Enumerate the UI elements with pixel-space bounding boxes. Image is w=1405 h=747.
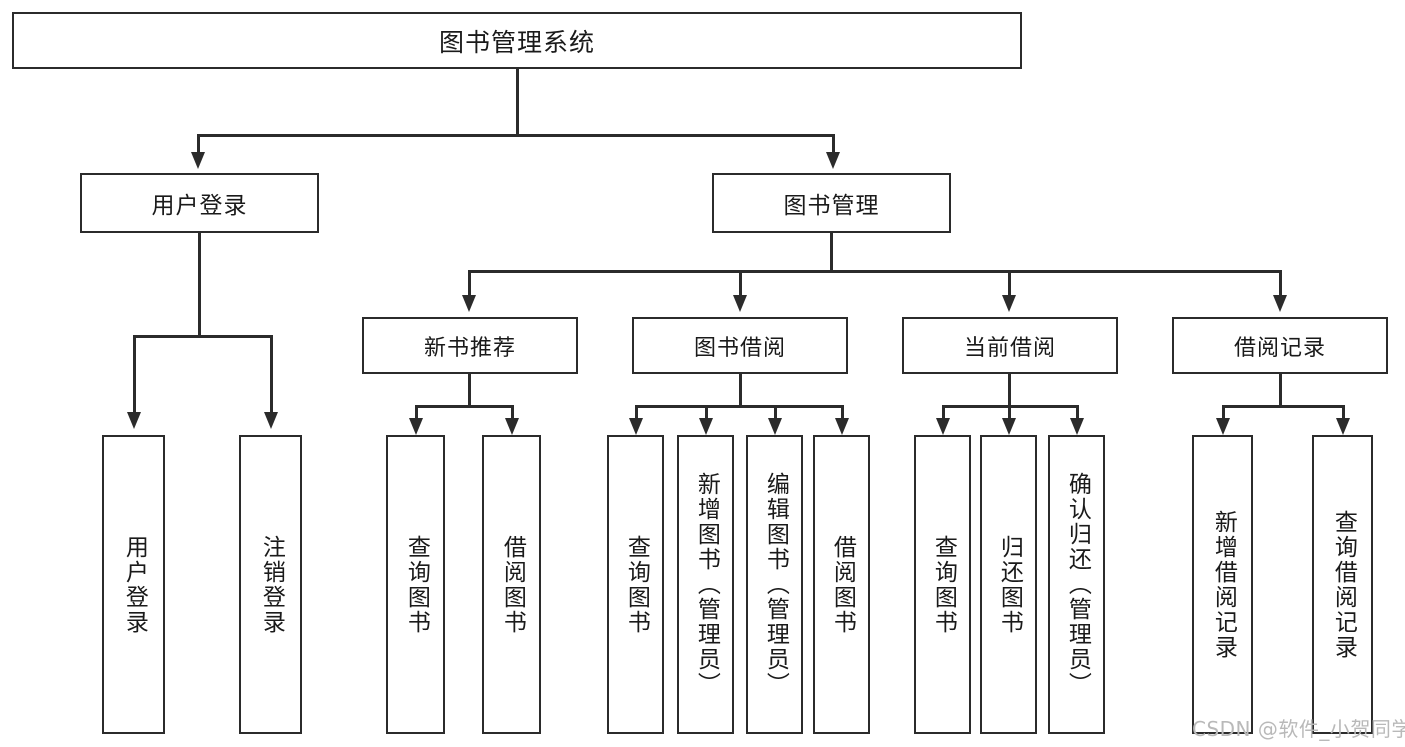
edge-records-stem xyxy=(1279,374,1282,407)
leaf-borrow-borrow-book[interactable]: 借阅图书 xyxy=(813,435,870,734)
arrow-borrow-leaf-4 xyxy=(835,418,849,435)
node-book-borrow-label: 图书借阅 xyxy=(693,335,786,361)
arrow-new-book-leaf-2 xyxy=(505,418,519,435)
edge-borrow-drop-3 xyxy=(774,405,777,421)
node-current-borrow-label: 当前借阅 xyxy=(963,335,1056,361)
arrow-book-mgmt-to-new-book xyxy=(462,295,476,312)
edge-book-mgmt-drop-2 xyxy=(739,270,742,298)
leaf-new-book-borrow-label: 借阅图书 xyxy=(499,534,526,635)
arrow-user-login-leaf-2 xyxy=(264,412,278,429)
edge-book-mgmt-drop-4 xyxy=(1279,270,1282,298)
arrow-current-leaf-1 xyxy=(936,418,950,435)
arrow-borrow-leaf-1 xyxy=(629,418,643,435)
leaf-borrow-edit-book-label: 编辑图书（管理员） xyxy=(762,472,789,697)
leaf-records-add-label: 新增借阅记录 xyxy=(1210,509,1237,660)
node-new-book-recommend-label: 新书推荐 xyxy=(423,335,516,361)
edge-user-login-bus xyxy=(133,335,270,338)
leaf-borrow-query-book-label: 查询图书 xyxy=(623,534,650,635)
leaf-borrow-query-book[interactable]: 查询图书 xyxy=(607,435,664,734)
leaf-new-book-query[interactable]: 查询图书 xyxy=(386,435,445,734)
edge-borrow-drop-1 xyxy=(635,405,638,421)
leaf-current-query-book[interactable]: 查询图书 xyxy=(914,435,971,734)
node-current-borrow[interactable]: 当前借阅 xyxy=(902,317,1118,374)
arrow-borrow-leaf-3 xyxy=(768,418,782,435)
node-borrow-records[interactable]: 借阅记录 xyxy=(1172,317,1388,374)
edge-root-to-book-mgmt xyxy=(832,134,835,156)
leaf-current-return-book[interactable]: 归还图书 xyxy=(980,435,1037,734)
leaf-current-confirm-return[interactable]: 确认归还（管理员） xyxy=(1048,435,1105,734)
node-book-management-label: 图书管理 xyxy=(783,193,880,219)
leaf-current-query-book-label: 查询图书 xyxy=(930,534,957,635)
node-root-label: 图书管理系统 xyxy=(438,27,595,57)
arrow-book-mgmt-to-borrow xyxy=(733,295,747,312)
edge-user-login-stem xyxy=(198,233,201,337)
edge-borrow-drop-2 xyxy=(705,405,708,421)
leaf-user-login-label: 用户登录 xyxy=(121,534,148,635)
leaf-records-query-label: 查询借阅记录 xyxy=(1330,509,1357,660)
edge-book-mgmt-drop-1 xyxy=(468,270,471,298)
leaf-records-query[interactable]: 查询借阅记录 xyxy=(1312,435,1373,734)
edge-user-login-drop-1 xyxy=(133,335,136,415)
arrow-new-book-leaf-1 xyxy=(409,418,423,435)
edge-borrow-bus xyxy=(635,405,843,408)
edge-borrow-drop-4 xyxy=(841,405,844,421)
leaf-current-confirm-return-label: 确认归还（管理员） xyxy=(1064,472,1091,697)
leaf-new-book-query-label: 查询图书 xyxy=(403,534,430,635)
leaf-borrow-borrow-book-label: 借阅图书 xyxy=(829,534,856,635)
leaf-user-logout-label: 注销登录 xyxy=(258,534,285,635)
leaf-new-book-borrow[interactable]: 借阅图书 xyxy=(482,435,541,734)
edge-new-book-stem xyxy=(468,374,471,407)
leaf-user-login[interactable]: 用户登录 xyxy=(102,435,165,734)
edge-records-drop-1 xyxy=(1222,405,1225,421)
arrow-user-login-leaf-1 xyxy=(127,412,141,429)
edge-new-book-drop-1 xyxy=(415,405,418,421)
edge-records-bus xyxy=(1222,405,1344,408)
node-root-system[interactable]: 图书管理系统 xyxy=(12,12,1022,69)
edge-book-mgmt-stem xyxy=(830,233,833,272)
edge-new-book-drop-2 xyxy=(511,405,514,421)
edge-root-stem xyxy=(516,69,519,136)
node-borrow-records-label: 借阅记录 xyxy=(1233,335,1326,361)
leaf-borrow-edit-book[interactable]: 编辑图书（管理员） xyxy=(746,435,803,734)
edge-current-stem xyxy=(1008,374,1011,407)
leaf-user-logout[interactable]: 注销登录 xyxy=(239,435,302,734)
leaf-current-return-book-label: 归还图书 xyxy=(996,534,1023,635)
leaf-records-add[interactable]: 新增借阅记录 xyxy=(1192,435,1253,734)
leaf-borrow-add-book-label: 新增图书（管理员） xyxy=(693,472,720,697)
node-new-book-recommend[interactable]: 新书推荐 xyxy=(362,317,578,374)
arrow-current-leaf-3 xyxy=(1070,418,1084,435)
node-user-login[interactable]: 用户登录 xyxy=(80,173,319,233)
edge-book-mgmt-bus xyxy=(468,270,1282,273)
edge-borrow-stem xyxy=(739,374,742,407)
arrow-borrow-leaf-2 xyxy=(699,418,713,435)
arrow-book-mgmt-to-records xyxy=(1273,295,1287,312)
arrow-root-to-book-mgmt xyxy=(826,152,840,169)
node-book-management[interactable]: 图书管理 xyxy=(712,173,951,233)
edge-current-drop-3 xyxy=(1076,405,1079,421)
arrow-records-leaf-2 xyxy=(1336,418,1350,435)
watermark-text: CSDN @软件_小贺同学 xyxy=(1192,717,1405,741)
edge-root-to-user-login xyxy=(197,134,200,156)
node-book-borrow[interactable]: 图书借阅 xyxy=(632,317,848,374)
arrow-records-leaf-1 xyxy=(1216,418,1230,435)
edge-root-bus xyxy=(197,134,834,137)
node-user-login-label: 用户登录 xyxy=(151,193,248,219)
arrow-current-leaf-2 xyxy=(1002,418,1016,435)
leaf-borrow-add-book[interactable]: 新增图书（管理员） xyxy=(677,435,734,734)
edge-new-book-bus xyxy=(415,405,513,408)
edge-current-drop-2 xyxy=(1008,405,1011,421)
arrow-root-to-user-login xyxy=(191,152,205,169)
edge-records-drop-2 xyxy=(1342,405,1345,421)
edge-current-drop-1 xyxy=(942,405,945,421)
edge-user-login-drop-2 xyxy=(270,335,273,415)
edge-book-mgmt-drop-3 xyxy=(1008,270,1011,298)
arrow-book-mgmt-to-current xyxy=(1002,295,1016,312)
